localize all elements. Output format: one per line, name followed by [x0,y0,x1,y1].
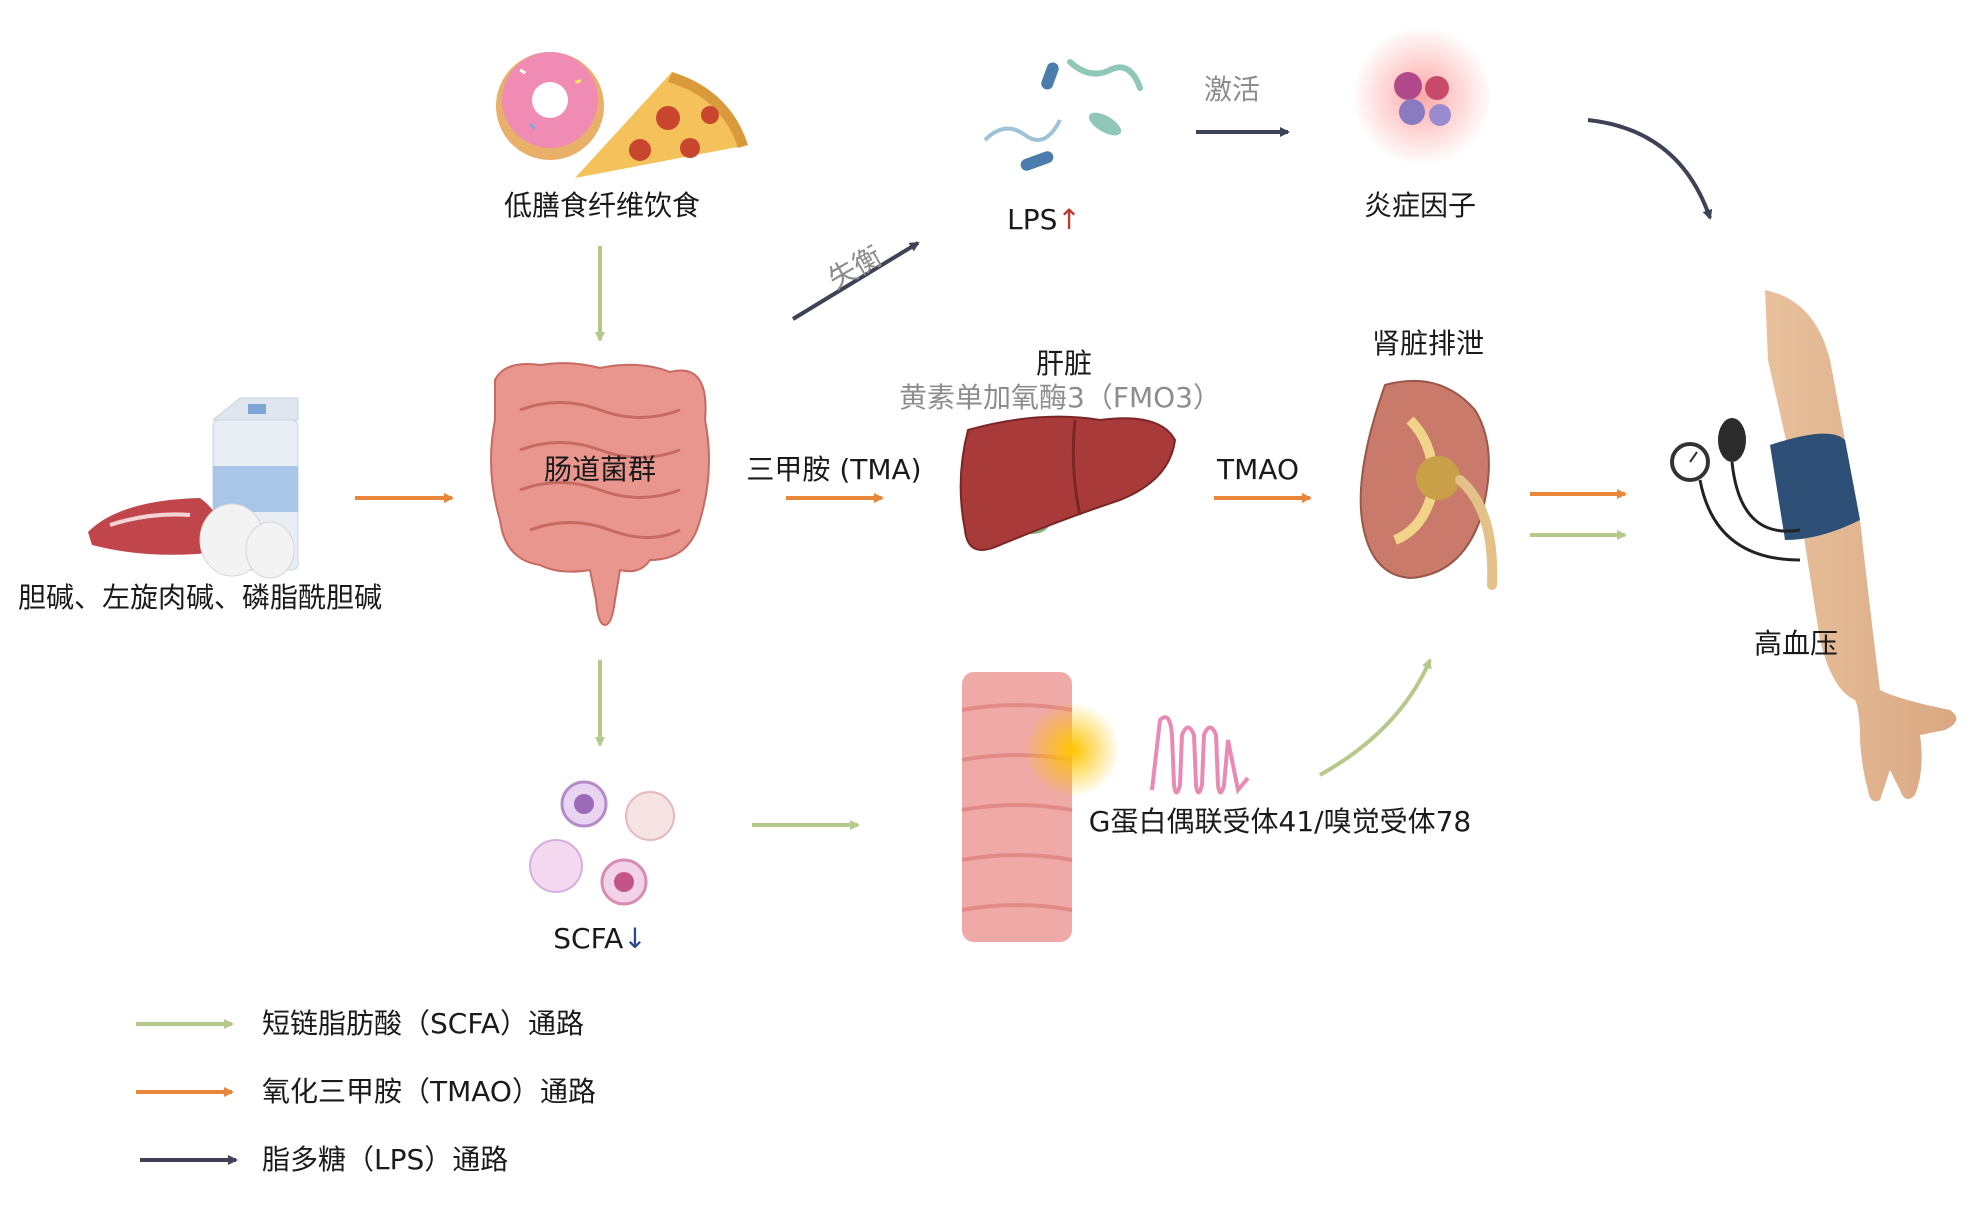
food-source-icon [88,397,299,579]
lps-text: LPS [1007,203,1058,236]
label-tmao: TMAO [1217,453,1299,486]
donut-icon [496,52,604,160]
pizza-icon [575,72,748,178]
label-low-fiber-diet: 低膳食纤维饮食 [503,189,701,222]
label-inflammatory-factors: 炎症因子 [1363,189,1477,222]
bacteria-icon [983,59,1143,171]
legend-tmao-label: 氧化三甲胺（TMAO）通路 [262,1075,596,1108]
label-gpr: G蛋白偶联受体41/嗅觉受体78 [1088,805,1472,838]
label-activate: 激活 [1203,73,1261,106]
legend-scfa-label: 短链脂肪酸（SCFA）通路 [262,1007,585,1040]
label-gut-microbiota: 肠道菌群 [543,453,657,486]
label-hypertension: 高血压 [1753,627,1839,660]
liver-icon [959,415,1177,551]
label-kidney-excretion: 肾脏排泄 [1371,327,1485,360]
receptor-icon [1150,715,1250,795]
label-lps: LPS↑ [1007,206,1081,234]
label-scfa: SCFA↓ [553,925,646,953]
kidney-icon [1359,379,1498,590]
increase-arrow-icon: ↑ [1057,203,1081,236]
intestine-icon [490,362,710,627]
inflammatory-cells-icon [1352,26,1492,166]
colon-icon [961,672,1120,942]
label-choline: 胆碱、左旋肉碱、磷脂酰胆碱 [18,581,383,614]
label-liver: 肝脏 [1035,347,1093,380]
arrow-gut-to-lps [791,241,920,321]
scfa-cells-icon [529,780,675,906]
label-fmo3: 黄素单加氧酶3（FMO3） [899,381,1221,414]
blood-pressure-icon [1670,290,1957,802]
arrow-receptor-to-kidney [1319,658,1432,777]
legend-lps-label: 脂多糖（LPS）通路 [262,1143,509,1176]
scfa-text: SCFA [553,922,624,955]
decrease-arrow-icon: ↓ [623,922,647,955]
arrow-inflammation-to-hypertension [1587,118,1713,220]
label-tma: 三甲胺 (TMA) [746,453,922,486]
